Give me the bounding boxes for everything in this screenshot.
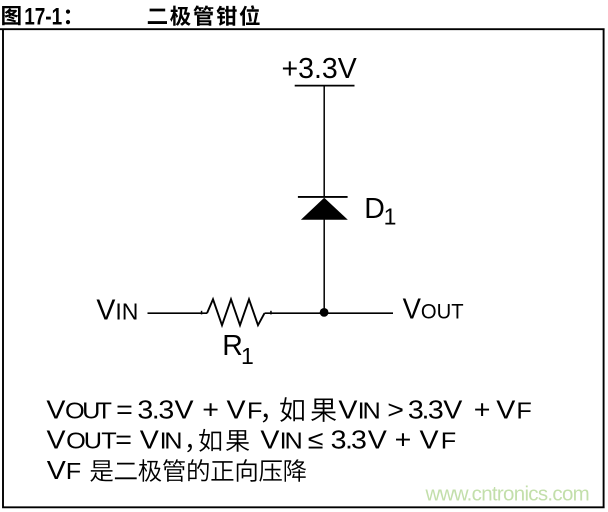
svg-text:17-1: 17-1 <box>24 3 62 30</box>
svg-text:1: 1 <box>241 343 254 369</box>
svg-text:VIN: VIN <box>96 295 138 327</box>
svg-text:+3.3V: +3.3V <box>282 53 357 85</box>
svg-text:R: R <box>222 330 243 362</box>
svg-text:www.cntronics.com: www.cntronics.com <box>425 483 590 506</box>
svg-text:F: F <box>66 459 81 485</box>
svg-text:D: D <box>364 193 385 225</box>
svg-text:V: V <box>47 455 67 484</box>
svg-text:1: 1 <box>384 204 397 230</box>
